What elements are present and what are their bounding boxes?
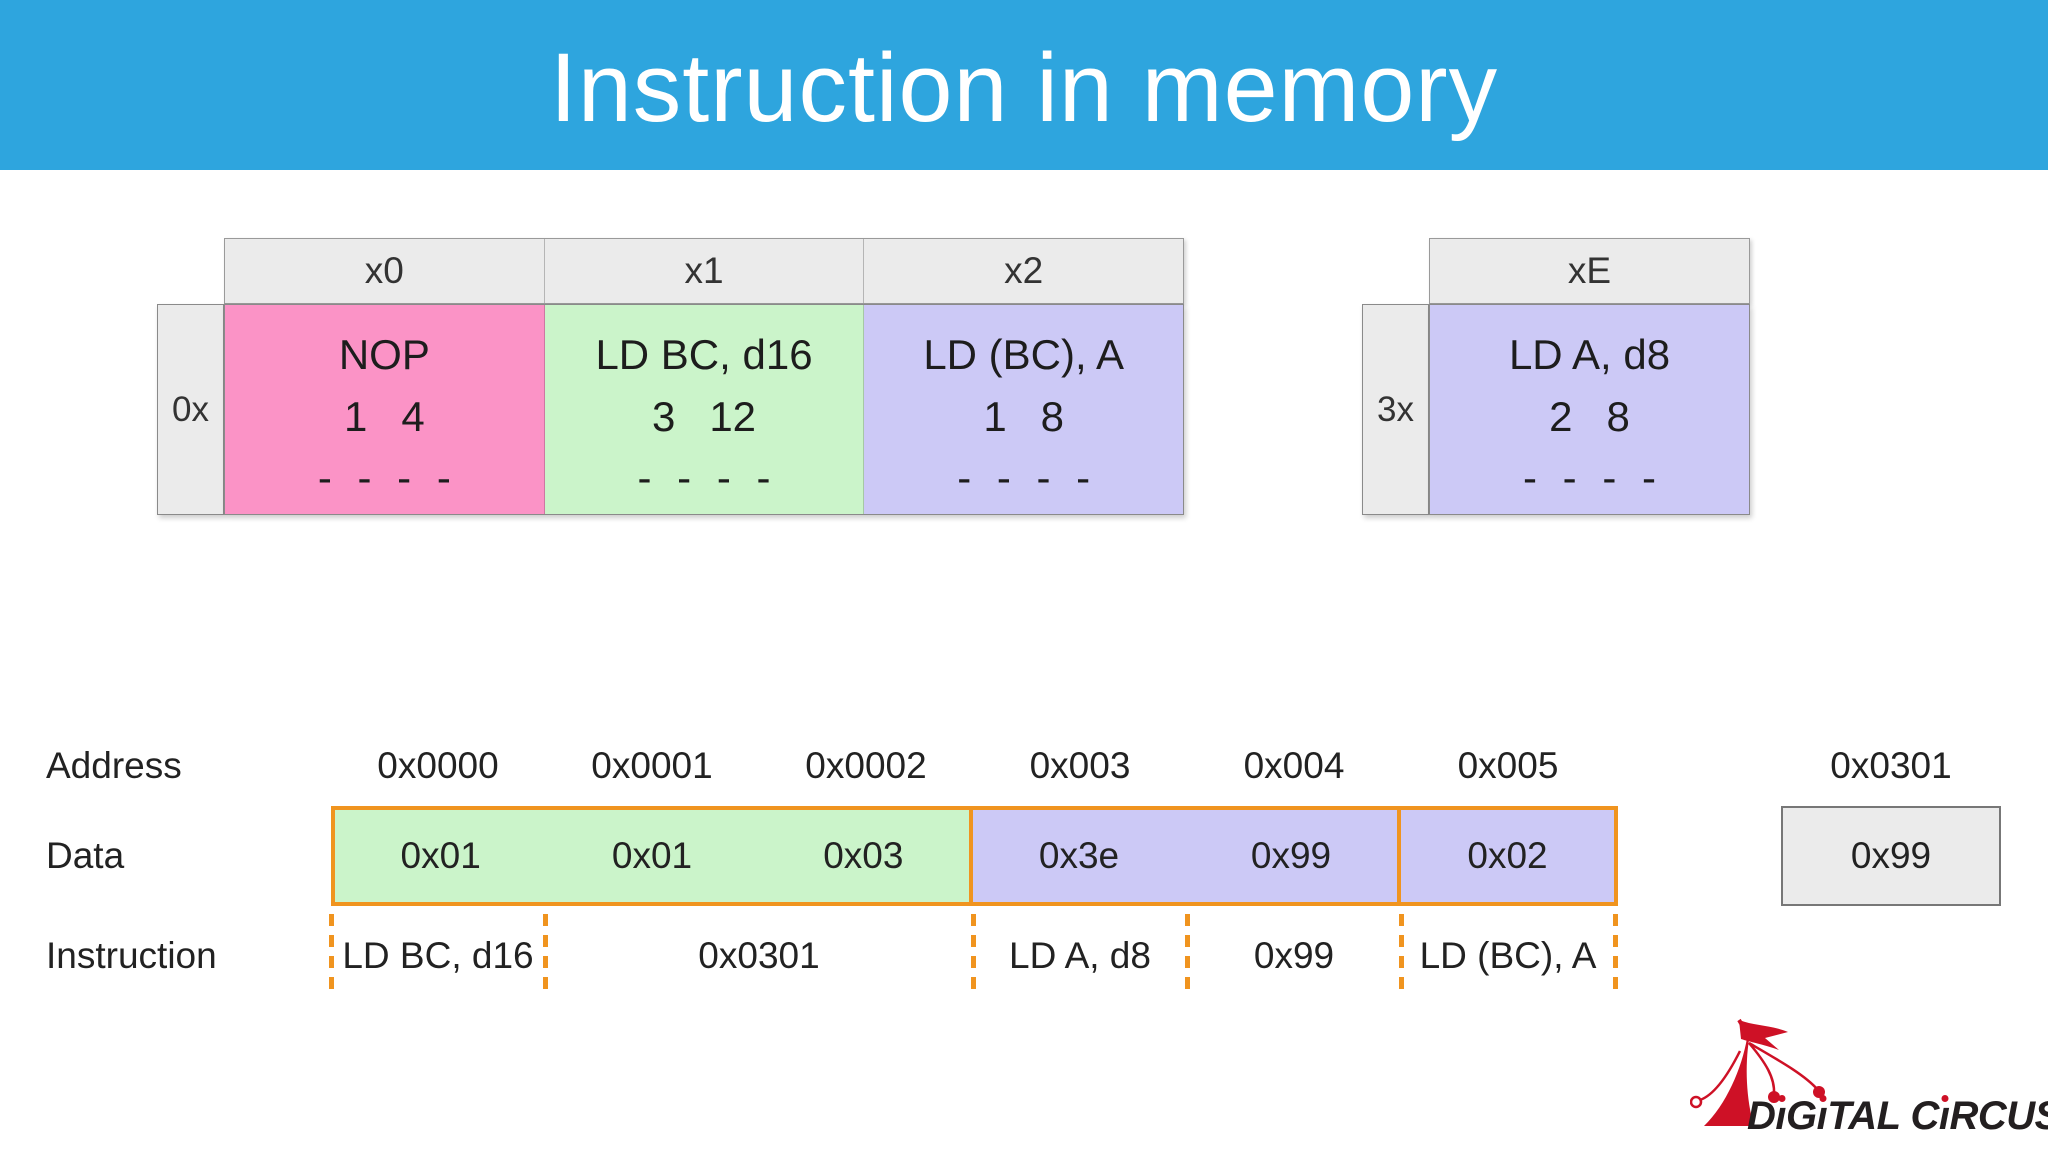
instruction-value: LD A, d8 bbox=[1009, 935, 1151, 976]
dashed-separator bbox=[1613, 914, 1618, 998]
title-banner: Instruction in memory bbox=[0, 0, 2048, 170]
address-value: 0x0000 bbox=[377, 745, 499, 786]
opcode-flags: - - - - bbox=[957, 454, 1091, 501]
dashed-separator bbox=[1399, 914, 1404, 998]
opcode-bytes-cycles: 3 12 bbox=[545, 393, 864, 441]
data-row-label: Data bbox=[46, 835, 125, 876]
logo-letter-i: ı bbox=[1938, 1094, 1950, 1138]
opcode-cycles: 4 bbox=[401, 392, 425, 440]
dashed-separator bbox=[329, 914, 334, 998]
data-box-extra: 0x99 bbox=[1781, 806, 2001, 906]
opcode-bytes: 2 bbox=[1549, 392, 1573, 440]
data-box-instruction2: 0x3e 0x99 bbox=[969, 806, 1401, 906]
opcode-cycles: 12 bbox=[709, 392, 757, 440]
data-byte: 0x99 bbox=[1250, 835, 1332, 876]
opcode-cycles: 8 bbox=[1040, 392, 1065, 440]
opcode-bytes-cycles: 2 8 bbox=[1430, 393, 1749, 441]
address-value: 0x005 bbox=[1457, 745, 1559, 786]
data-byte: 0x3e bbox=[1038, 835, 1120, 876]
address-value: 0x003 bbox=[1029, 745, 1131, 786]
opcode-col-header: x2 bbox=[1004, 250, 1044, 291]
opcode-flags: - - - - bbox=[317, 454, 451, 501]
opcode-col-header: xE bbox=[1567, 250, 1612, 291]
data-byte: 0x02 bbox=[1467, 835, 1548, 876]
instruction-value: 0x99 bbox=[1253, 935, 1335, 976]
data-byte: 0x01 bbox=[611, 835, 693, 876]
address-value: 0x004 bbox=[1243, 745, 1345, 786]
opcode-col-header: x1 bbox=[545, 239, 865, 303]
address-value-extra: 0x0301 bbox=[1830, 745, 1952, 786]
opcode-cell-nop: NOP 1 4 - - - - bbox=[225, 305, 545, 514]
opcode-flags: - - - - bbox=[1523, 454, 1656, 501]
opcode-cell-ld-bc-d16: LD BC, d16 3 12 - - - - bbox=[544, 305, 865, 514]
opcode-table1-header: x0 x1 x2 bbox=[224, 238, 1184, 304]
instruction-row-label: Instruction bbox=[46, 935, 217, 976]
logo-letter-i: ı bbox=[1816, 1094, 1828, 1138]
instruction-value: 0x0301 bbox=[698, 935, 820, 976]
address-value: 0x0001 bbox=[591, 745, 713, 786]
opcode-bytes: 1 bbox=[983, 392, 1007, 440]
dashed-separator bbox=[971, 914, 976, 998]
opcode-mnemonic: LD A, d8 bbox=[1508, 331, 1671, 378]
opcode-mnemonic: NOP bbox=[338, 331, 430, 378]
opcode-col-header: x0 bbox=[225, 239, 545, 303]
opcode-cell-ld-a-d8: LD A, d8 2 8 - - - - bbox=[1430, 305, 1749, 514]
data-byte: 0x01 bbox=[400, 835, 481, 876]
dashed-separator bbox=[543, 914, 548, 998]
data-byte: 0x03 bbox=[823, 835, 904, 876]
opcode-table1-row-label: 0x bbox=[157, 304, 224, 515]
address-value: 0x0002 bbox=[805, 745, 927, 786]
opcode-bytes: 3 bbox=[651, 392, 676, 440]
opcode-bytes: 1 bbox=[343, 392, 368, 440]
opcode-table2-body: LD A, d8 2 8 - - - - bbox=[1429, 304, 1750, 515]
opcode-cell-ld-bc-a: LD (BC), A 1 8 - - - - bbox=[864, 305, 1184, 514]
dashed-separator bbox=[1185, 914, 1190, 998]
data-box-instruction1: 0x01 0x01 0x03 bbox=[331, 806, 973, 906]
opcode-mnemonic: LD BC, d16 bbox=[595, 331, 813, 378]
logo-letter-i: ı bbox=[1775, 1094, 1787, 1138]
opcode-bytes-cycles: 1 4 bbox=[225, 393, 544, 441]
opcode-bytes-cycles: 1 8 bbox=[864, 393, 1183, 441]
opcode-flags: - - - - bbox=[637, 454, 771, 501]
slide-title: Instruction in memory bbox=[549, 33, 1499, 142]
instruction-value: LD BC, d16 bbox=[342, 935, 534, 976]
opcode-cycles: 8 bbox=[1606, 392, 1630, 440]
instruction-value: LD (BC), A bbox=[1419, 935, 1597, 976]
data-box-instruction3: 0x02 bbox=[1397, 806, 1618, 906]
opcode-table2-row-label: 3x bbox=[1362, 304, 1429, 515]
logo-wordmark: DıGıTAL CıRCUS bbox=[1747, 1094, 2048, 1138]
opcode-mnemonic: LD (BC), A bbox=[923, 331, 1125, 378]
address-row-label: Address bbox=[46, 745, 182, 786]
opcode-table2-header: xE bbox=[1429, 238, 1750, 304]
opcode-table1-body: NOP 1 4 - - - - LD BC, d16 3 12 - - - - … bbox=[224, 304, 1184, 515]
